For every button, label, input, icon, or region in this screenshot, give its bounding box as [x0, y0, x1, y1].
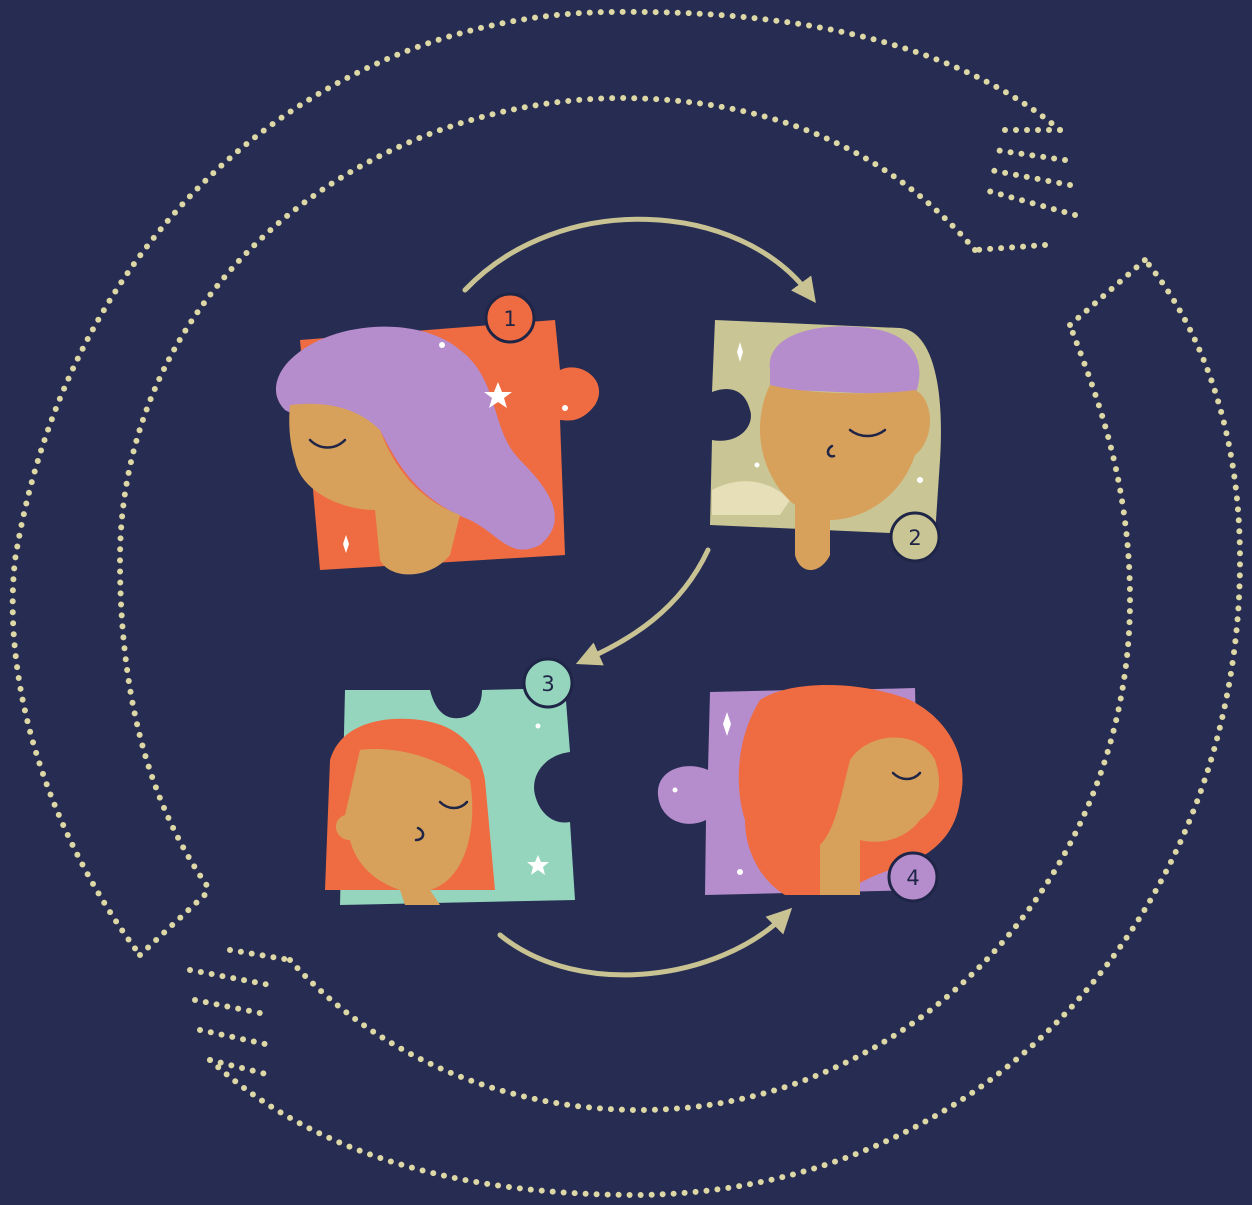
hand-top-right	[975, 130, 1075, 250]
cycle-arrow	[500, 915, 785, 975]
hand-bottom-left	[190, 950, 290, 1075]
dotted-hands-circle	[13, 12, 1240, 1195]
puzzle-piece-2: 2	[710, 320, 941, 570]
puzzle-piece-4: 4	[658, 685, 963, 901]
step-number-3: 3	[541, 672, 554, 696]
puzzle-piece-3: 3	[325, 659, 575, 905]
step-number-4: 4	[906, 866, 919, 890]
puzzle-piece-1: 1	[276, 294, 599, 574]
step-number-1: 1	[503, 307, 516, 331]
step-number-2: 2	[908, 526, 921, 550]
cycle-arrow	[585, 550, 708, 660]
arm-end-left	[140, 890, 210, 955]
cycle-arrow	[465, 219, 810, 295]
arm-end-right	[1070, 260, 1145, 325]
